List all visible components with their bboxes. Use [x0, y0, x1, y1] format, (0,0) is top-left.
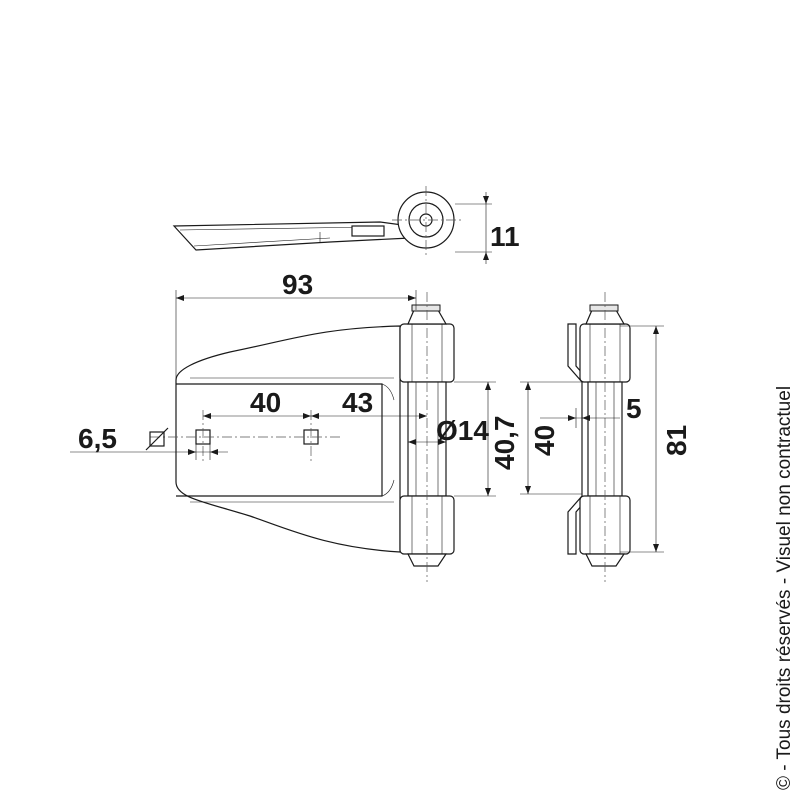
- overall-length-label: 93: [282, 269, 313, 300]
- thickness-label: 11: [490, 221, 520, 252]
- axis-to-hole-label: 43: [342, 387, 373, 418]
- pin-diameter-dimension: Ø14: [408, 415, 489, 446]
- hole-size-dimension: 6,5: [70, 423, 228, 460]
- square-hole-icon: [145, 427, 169, 451]
- front-view: 93 40 43 6,5: [70, 269, 520, 582]
- hole-size-label: 6,5: [78, 423, 117, 454]
- hole-spacing-dimension: 40 43: [203, 387, 427, 419]
- overall-height-dimension: 81: [620, 325, 692, 553]
- copyright-notice: © - Tous droits réservés - Visuel non co…: [774, 386, 795, 790]
- knuckle-gap-dimension: 40,7: [454, 381, 520, 497]
- side-offset-label: 5: [626, 393, 642, 424]
- thickness-dimension: 11: [455, 192, 520, 264]
- side-gap-label: 40: [529, 425, 560, 456]
- knuckle-gap-label: 40,7: [489, 416, 520, 471]
- overall-height-label: 81: [661, 425, 692, 456]
- top-view: 11: [172, 186, 520, 264]
- side-gap-dimension: 40: [520, 381, 582, 495]
- pin-diameter-label: Ø14: [436, 415, 489, 446]
- hole-spacing-label: 40: [250, 387, 281, 418]
- side-view: 40 5 81: [520, 292, 692, 582]
- side-offset-dimension: 5: [540, 393, 642, 428]
- overall-length-dimension: 93: [175, 269, 417, 384]
